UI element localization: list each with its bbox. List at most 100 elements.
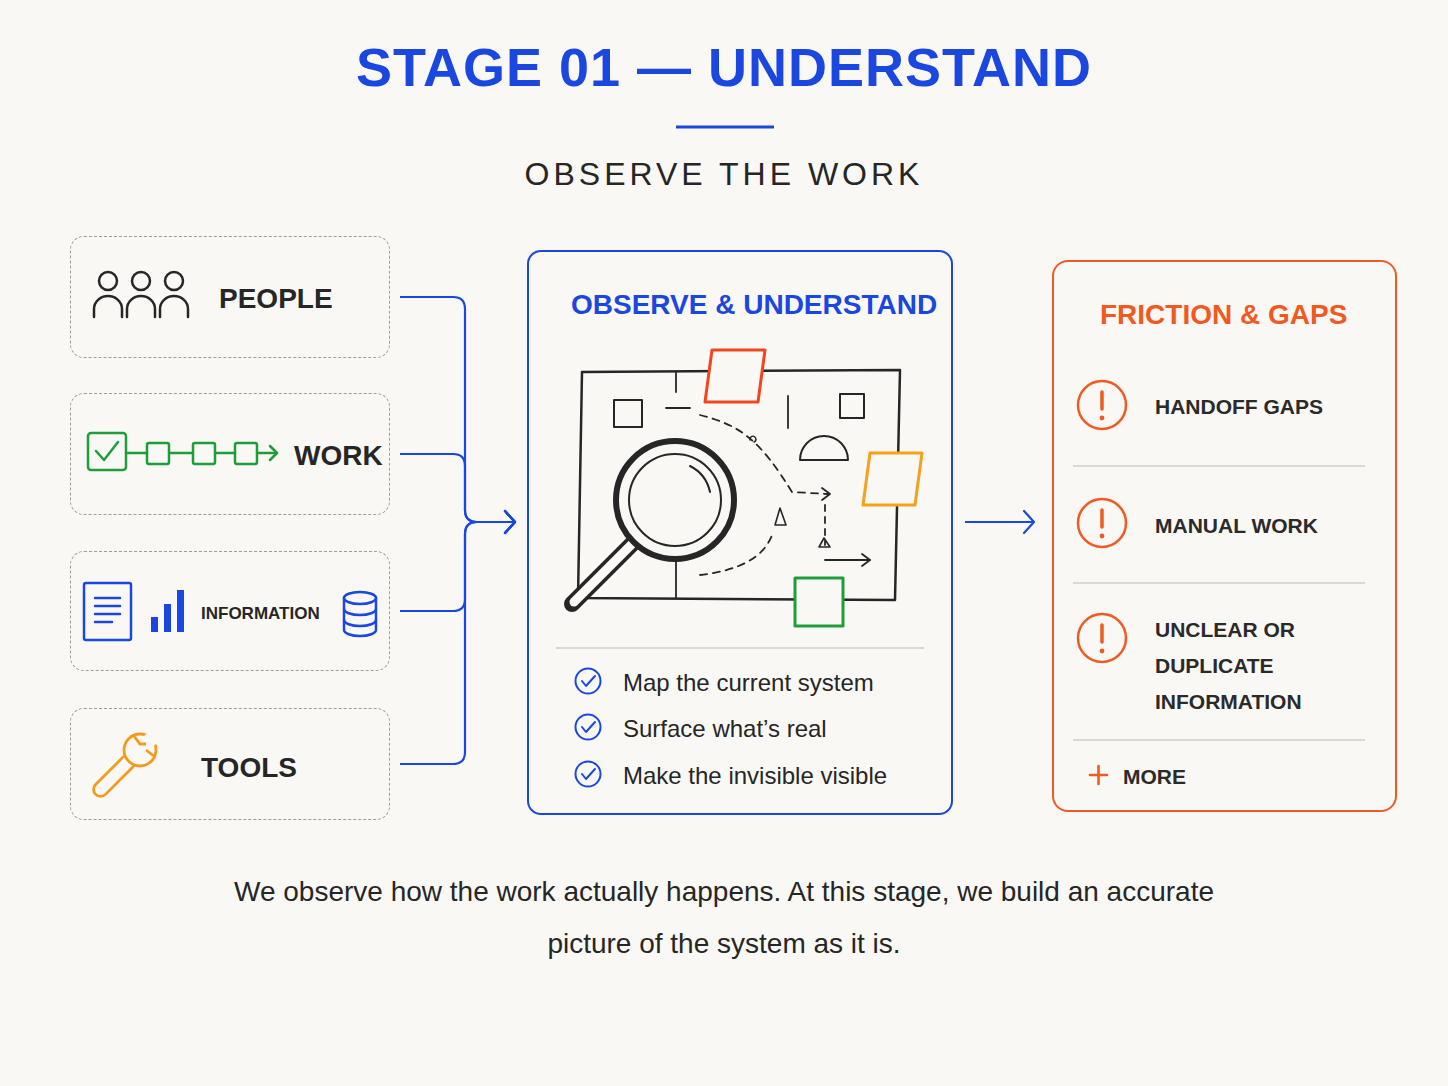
- system-map-illustration-part: [614, 400, 642, 427]
- workflow-icon-part: [193, 443, 215, 464]
- wrench-icon-part: [146, 750, 154, 756]
- connector: [965, 511, 1034, 533]
- friction-item: MANUAL WORK: [1155, 514, 1318, 538]
- workflow-icon-part: [257, 452, 277, 455]
- warning-icons-part: [1078, 381, 1126, 429]
- system-map-illustration-part: [819, 538, 830, 547]
- workflow-icon-part: [96, 442, 118, 460]
- input-box: INFORMATION: [70, 551, 390, 671]
- check-icons-part: [582, 769, 595, 779]
- input-label: PEOPLE: [219, 283, 333, 315]
- warning-icons: [1078, 381, 1126, 662]
- information-icons-part: [151, 617, 158, 632]
- warning-icons-part: [1100, 625, 1104, 642]
- system-map-illustration-part: [572, 542, 634, 604]
- title-underline: [676, 127, 774, 128]
- system-map-illustration-part: [705, 350, 765, 402]
- checklist-item: Surface what’s real: [623, 715, 827, 743]
- system-map-illustration-part: [629, 454, 721, 546]
- divider-lines: [556, 466, 1365, 740]
- input-label: WORK: [294, 440, 383, 472]
- connector-line: [400, 297, 515, 522]
- people-icon-part: [160, 296, 188, 317]
- system-map-illustration-part: [775, 508, 786, 525]
- subtitle: OBSERVE THE WORK: [0, 150, 1448, 198]
- people-icon-part: [165, 272, 183, 290]
- process-box: OBSERVE & UNDERSTAND Map the current syst…: [527, 250, 953, 815]
- information-icons-part: [177, 590, 184, 632]
- information-icons-part: [84, 583, 131, 640]
- people-icon-part: [99, 272, 117, 290]
- arrow-head: [505, 511, 515, 533]
- system-map-illustration-part: [616, 441, 734, 559]
- wrench-icon-part: [138, 729, 161, 752]
- arrow-head: [505, 511, 515, 533]
- connector-line: [965, 521, 1034, 523]
- connector-line: [400, 454, 515, 522]
- system-map-illustration-part: [825, 559, 870, 561]
- title-underline-part: [676, 126, 774, 129]
- workflow-icon-part: [215, 452, 235, 455]
- connector-line: [400, 522, 515, 764]
- more-item: MORE: [1123, 765, 1186, 789]
- system-map-illustration-part: [822, 488, 830, 500]
- wrench-icon-part: [134, 736, 146, 744]
- wrench-icon: [91, 729, 161, 799]
- system-map-illustration-part: [675, 372, 677, 392]
- workflow-icon-part: [88, 433, 126, 470]
- system-map-illustration-part: [795, 578, 843, 626]
- plus-icon-part: [1097, 766, 1100, 784]
- input-box: TOOLS: [70, 708, 390, 820]
- system-map-illustration-part: [574, 544, 632, 602]
- caption: We observe how the work actually happens…: [224, 866, 1224, 970]
- check-icons-part: [576, 669, 601, 694]
- people-icon: [94, 272, 188, 317]
- workflow-icon-part: [270, 446, 277, 460]
- system-map-illustration-part: [840, 394, 864, 418]
- input-label: TOOLS: [201, 752, 297, 784]
- plus-icon-part: [1090, 774, 1107, 777]
- wrench-icon-part: [91, 753, 138, 800]
- system-map-illustration-part: [862, 554, 870, 566]
- system-map-illustration: [572, 350, 922, 626]
- input-box: WORK: [70, 393, 390, 515]
- workflow-icon-part: [169, 452, 193, 455]
- warning-icons-part: [1100, 392, 1104, 409]
- information-icons-part: [95, 621, 112, 624]
- check-icons-part: [582, 676, 595, 686]
- arrow-head: [505, 511, 515, 533]
- divider-lines-part: [1073, 465, 1365, 467]
- checklist-item: Make the invisible visible: [623, 762, 887, 790]
- box-heading: OBSERVE & UNDERSTAND: [571, 289, 937, 321]
- divider-lines-part: [556, 647, 924, 649]
- arrow-head: [1024, 511, 1034, 533]
- system-map-illustration-part: [666, 407, 690, 409]
- check-icons-part: [576, 762, 601, 787]
- system-map-illustration-part: [675, 560, 677, 598]
- information-icons-part: [344, 609, 376, 615]
- warning-icons-part: [1078, 614, 1126, 662]
- check-icons-part: [576, 715, 601, 740]
- system-map-illustration-part: [863, 453, 922, 505]
- connector: [400, 511, 515, 611]
- system-map-illustration-part: [700, 535, 772, 575]
- plus-icon: [1090, 766, 1107, 784]
- workflow-icon-part: [147, 443, 169, 464]
- system-map-illustration-part: [824, 505, 826, 545]
- connector: [400, 454, 515, 533]
- information-icons: [84, 583, 376, 640]
- box-heading: FRICTION & GAPS: [1100, 299, 1347, 331]
- system-map-illustration-part: [690, 466, 710, 492]
- workflow-icon: [88, 433, 277, 470]
- information-icons-part: [95, 597, 120, 600]
- people-icon-part: [127, 296, 155, 317]
- checklist-item: Map the current system: [623, 669, 874, 697]
- friction-item: HANDOFF GAPS: [1155, 395, 1323, 419]
- connector: [400, 297, 515, 533]
- workflow-icon-part: [235, 443, 257, 464]
- input-label: INFORMATION: [201, 604, 320, 624]
- information-icons-part: [164, 604, 171, 632]
- warning-icons-part: [1100, 416, 1105, 421]
- system-map-illustration-part: [700, 415, 828, 494]
- page-title: STAGE 01 — UNDERSTAND: [0, 30, 1448, 104]
